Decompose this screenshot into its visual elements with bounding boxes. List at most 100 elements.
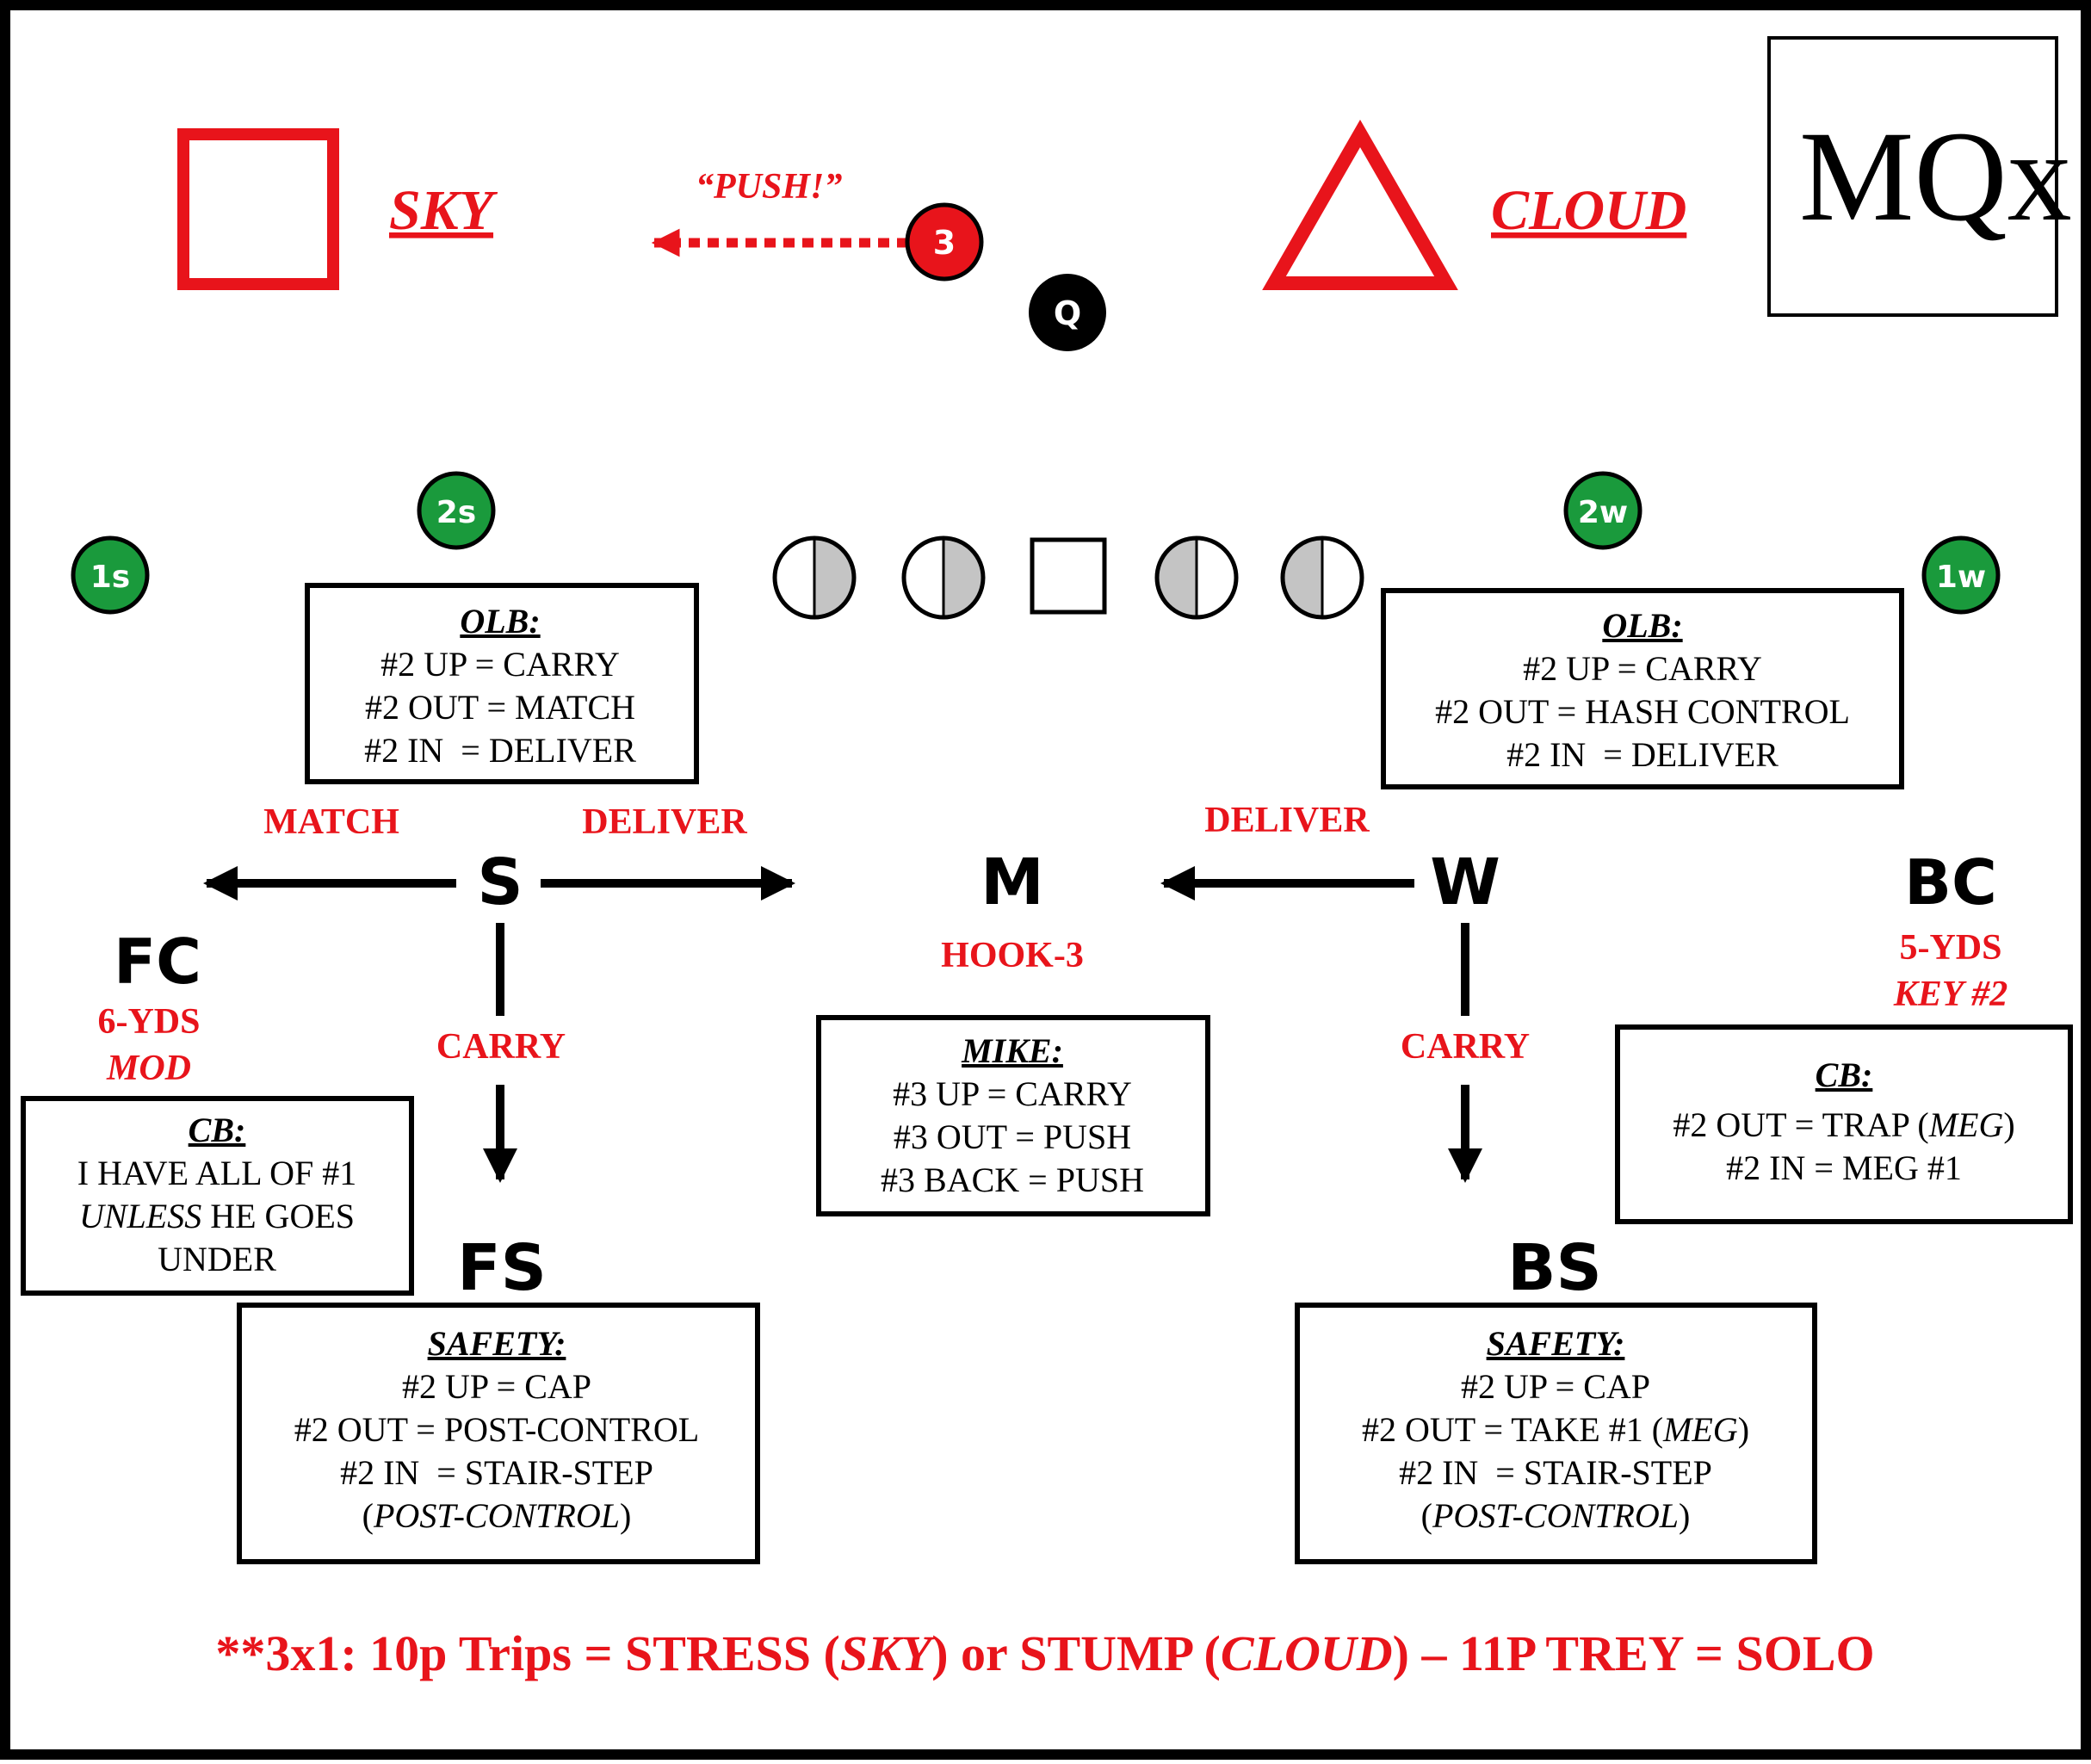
safety-weak-line1: #2 UP = CAP xyxy=(1461,1367,1650,1406)
safety-weak-title: SAFETY: xyxy=(1487,1324,1625,1363)
boundary-corner: BC xyxy=(1904,846,1997,919)
olb-strong-title: OLB: xyxy=(460,602,540,641)
receiver-1s-label: 1s xyxy=(90,560,130,595)
safety-strong-box: SAFETY: #2 UP = CAP #2 OUT = POST-CONTRO… xyxy=(237,1303,760,1564)
olb-weak-line2: #2 OUT = HASH CONTROL xyxy=(1435,692,1850,731)
olb-strong-box: OLB: #2 UP = CARRY #2 OUT = MATCH #2 IN … xyxy=(305,583,699,784)
s-carry-label: CARRY xyxy=(436,1027,566,1067)
bc-key-label: KEY #2 xyxy=(1893,975,2008,1014)
receiver-1w xyxy=(1921,535,2001,615)
cb-weak-line1: #2 OUT = TRAP (MEG) xyxy=(1673,1105,2014,1144)
offensive-line xyxy=(772,535,1364,620)
s-match-label: MATCH xyxy=(263,802,399,842)
quarterback xyxy=(1029,274,1106,351)
olb-strong-line1: #2 UP = CARRY xyxy=(380,645,620,684)
footer-part3: ) or STUMP ( xyxy=(931,1625,1221,1681)
safety-weak-line2-italic: MEG xyxy=(1662,1410,1738,1449)
bc-depth-label: 5-YDS xyxy=(1899,928,2001,968)
safety-strong-title: SAFETY: xyxy=(428,1324,566,1363)
safety-strong-line1: #2 UP = CAP xyxy=(402,1367,591,1406)
w-carry-label: CARRY xyxy=(1401,1027,1530,1067)
sky-square-symbol xyxy=(177,128,339,290)
cb-weak-box: CB: #2 OUT = TRAP (MEG) #2 IN = MEG #1 xyxy=(1615,1024,2073,1224)
safety-strong-line4: (POST-CONTROL) xyxy=(362,1496,632,1535)
s-deliver-label: DELIVER xyxy=(582,802,747,842)
cb-weak-line1-pre: #2 OUT = TRAP ( xyxy=(1673,1105,1928,1144)
safety-weak-line2-post: ) xyxy=(1738,1410,1749,1449)
safety-weak-line3: #2 IN = STAIR-STEP xyxy=(1399,1453,1712,1492)
footer-part1: **3x1: 10p Trips = STRESS ( xyxy=(215,1625,839,1681)
olb-weak-box: OLB: #2 UP = CARRY #2 OUT = HASH CONTROL… xyxy=(1381,588,1904,789)
footer-sky: SKY xyxy=(840,1625,936,1681)
safety-weak-line4-italic: POST-CONTROL xyxy=(1432,1496,1679,1535)
receiver-2s xyxy=(417,471,496,550)
cb-strong-box: CB: I HAVE ALL OF #1 UNLESS HE GOES UNDE… xyxy=(21,1096,414,1296)
receiver-2w xyxy=(1563,471,1642,550)
olb-strong-line2: #2 OUT = MATCH xyxy=(365,688,635,727)
boundary-safety: BS xyxy=(1507,1231,1602,1305)
olb-weak-line3: #2 IN = DELIVER xyxy=(1506,735,1779,774)
olb-strong-line3: #2 IN = DELIVER xyxy=(364,731,636,770)
sky-label: SKY xyxy=(389,179,498,242)
cloud-label: CLOUD xyxy=(1491,179,1686,242)
cb-weak-line2: #2 IN = MEG #1 xyxy=(1726,1148,1962,1187)
cb-weak-line1-italic: MEG xyxy=(1928,1105,2004,1144)
field-corner: FC xyxy=(114,925,201,998)
cb-strong-title: CB: xyxy=(189,1111,246,1149)
receiver-2w-label: 2w xyxy=(1578,495,1628,530)
mqx-logo: MQx xyxy=(1767,36,2072,317)
quarterback-label: Q xyxy=(1054,294,1081,332)
safety-weak-line4: (POST-CONTROL) xyxy=(1421,1496,1691,1535)
footer-note: **3x1: 10p Trips = STRESS (SKY) or STUMP… xyxy=(215,1625,1874,1681)
cb-strong-line1: I HAVE ALL OF #1 xyxy=(77,1154,356,1192)
mike-box-line1: #3 UP = CARRY xyxy=(893,1074,1132,1113)
free-safety: FS xyxy=(457,1231,547,1305)
receiver-3 xyxy=(905,202,984,282)
safety-weak-line4-post: ) xyxy=(1679,1496,1690,1535)
will-linebacker: W xyxy=(1430,845,1500,919)
footer-cloud: CLOUD xyxy=(1221,1625,1393,1681)
lineman-left-guard xyxy=(901,535,986,620)
mike-linebacker: M xyxy=(981,845,1044,919)
safety-strong-line4-post: ) xyxy=(620,1496,631,1535)
push-call-label: “PUSH!” xyxy=(696,167,842,207)
olb-weak-line1: #2 UP = CARRY xyxy=(1523,649,1762,688)
safety-weak-box: SAFETY: #2 UP = CAP #2 OUT = TAKE #1 (ME… xyxy=(1295,1303,1817,1564)
cb-strong-line2-rest: HE GOES xyxy=(201,1197,355,1235)
cb-weak-title: CB: xyxy=(1816,1055,1873,1094)
receiver-1w-label: 1w xyxy=(1936,560,1986,595)
w-deliver-label: DELIVER xyxy=(1204,801,1370,840)
mike-alignment-label: HOOK-3 xyxy=(941,936,1084,975)
safety-weak-line4-pre: ( xyxy=(1421,1496,1432,1535)
mike-box: MIKE: #3 UP = CARRY #3 OUT = PUSH #3 BAC… xyxy=(816,1015,1210,1216)
fc-technique-label: MOD xyxy=(106,1049,191,1088)
lineman-center xyxy=(1030,537,1107,615)
cb-strong-line2: UNLESS HE GOES xyxy=(79,1197,355,1235)
mike-box-title: MIKE: xyxy=(961,1031,1063,1070)
cb-strong-line2-italic: UNLESS xyxy=(79,1197,201,1235)
logo-border xyxy=(1767,36,2058,317)
lineman-right-tackle xyxy=(1280,535,1364,620)
receiver-3-label: 3 xyxy=(933,224,956,262)
fc-depth-label: 6-YDS xyxy=(97,1002,200,1042)
olb-weak-title: OLB: xyxy=(1602,606,1682,645)
cb-strong-line3: UNDER xyxy=(158,1240,276,1278)
safety-weak-line2-pre: #2 OUT = TAKE #1 ( xyxy=(1362,1410,1663,1449)
cb-weak-line1-post: ) xyxy=(2003,1105,2014,1144)
lineman-right-guard xyxy=(1154,535,1239,620)
safety-strong-line3: #2 IN = STAIR-STEP xyxy=(340,1453,653,1492)
sam-linebacker: S xyxy=(477,845,523,919)
safety-strong-line4-italic: POST-CONTROL xyxy=(373,1496,620,1535)
safety-strong-line4-pre: ( xyxy=(362,1496,374,1535)
logo-text: MQx xyxy=(1799,105,2072,248)
footer-part5: ) – 11P TREY = SOLO xyxy=(1393,1625,1875,1681)
mike-box-line2: #3 OUT = PUSH xyxy=(894,1117,1131,1156)
safety-weak-line2: #2 OUT = TAKE #1 (MEG) xyxy=(1362,1410,1749,1449)
mike-box-line3: #3 BACK = PUSH xyxy=(881,1161,1144,1199)
cloud-triangle-symbol xyxy=(1262,119,1458,290)
receiver-1s xyxy=(71,535,150,615)
lineman-left-tackle xyxy=(772,535,857,620)
receiver-2s-label: 2s xyxy=(436,495,476,530)
